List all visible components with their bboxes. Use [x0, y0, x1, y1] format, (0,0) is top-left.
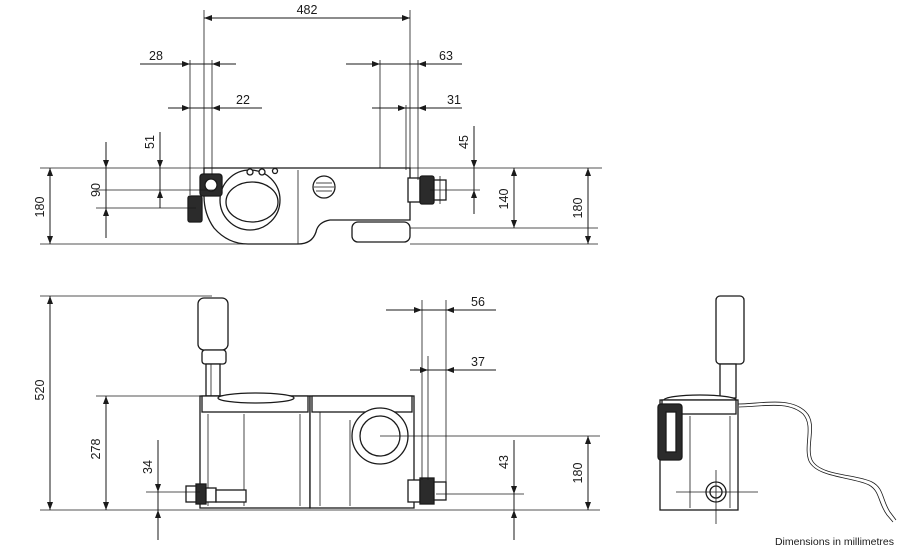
- dim-right-height-140: 140: [497, 189, 511, 210]
- dim-inlet-height: 43: [497, 455, 511, 469]
- dim-body-height: 278: [89, 439, 103, 460]
- dim-right-outer: 56: [471, 295, 485, 309]
- dim-overall-width: 482: [297, 3, 318, 17]
- dim-left-inner: 22: [236, 93, 250, 107]
- pump-lid-rim: [311, 395, 413, 413]
- dim-outlet-height: 34: [141, 460, 155, 474]
- outlet-collar: [205, 487, 217, 503]
- small-inlet-nut: [419, 477, 435, 505]
- small-inlet-pipe: [433, 481, 447, 501]
- units-note: Dimensions in millimetres: [775, 536, 894, 548]
- tank-lid-top: [217, 392, 295, 404]
- dim-inlet-total: 180: [571, 463, 585, 484]
- small-inlet-collar: [407, 479, 421, 503]
- left-lower-fitting: [187, 195, 203, 223]
- side-lid-stem: [719, 363, 737, 399]
- side-lid-handle: [715, 295, 745, 365]
- top-view-mark: [271, 167, 279, 175]
- top-view-pump-base: [351, 221, 411, 243]
- left-outlet-bore: [204, 178, 218, 192]
- dim-total-height: 520: [33, 380, 47, 401]
- outlet-base: [215, 489, 247, 503]
- dim-left-height-180: 180: [33, 197, 47, 218]
- dim-right-height-180: 180: [571, 198, 585, 219]
- outlet-nut: [195, 483, 207, 505]
- dim-right-height-45: 45: [457, 135, 471, 149]
- tank-body: [199, 395, 311, 509]
- lid-handle-neck: [201, 349, 227, 365]
- lid-handle: [197, 297, 229, 351]
- top-view: 482 28 22 63 31 51 90 180 45: [33, 3, 602, 245]
- dim-left-height-90: 90: [89, 183, 103, 197]
- front-view: 520 278 34 56 37 43 180: [33, 295, 600, 540]
- dim-right-outer: 63: [439, 49, 453, 63]
- top-view-tank-inner: [225, 181, 279, 223]
- top-view-mark: [246, 168, 254, 176]
- dim-right-inner: 31: [447, 93, 461, 107]
- side-view: [657, 295, 897, 524]
- side-control-panel: [665, 411, 677, 453]
- lid-stem: [205, 363, 221, 397]
- dim-left-outer: 28: [149, 49, 163, 63]
- power-cable: [737, 401, 897, 521]
- top-view-mark: [258, 168, 266, 176]
- right-inlet-collar: [407, 177, 421, 203]
- dim-right-inner: 37: [471, 355, 485, 369]
- dim-left-height-51: 51: [143, 135, 157, 149]
